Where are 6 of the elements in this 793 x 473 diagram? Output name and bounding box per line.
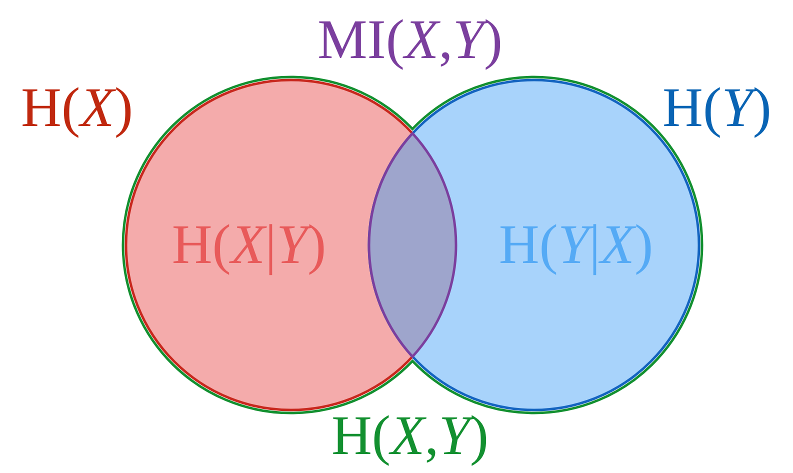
entropy-label: H(X) [21,78,133,138]
region-label: H(Y|X) [498,215,654,275]
entropy-label: H(Y) [662,78,772,138]
mutual-information-label: MI(X,Y) [317,10,503,70]
joint-entropy-label: H(X,Y) [331,406,489,466]
region-label: H(X|Y) [172,215,326,275]
